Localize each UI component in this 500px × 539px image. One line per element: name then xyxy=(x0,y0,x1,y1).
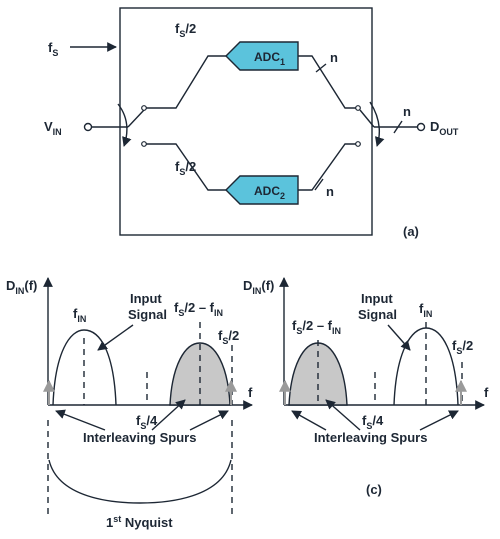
right-spur-arrow-3-icon xyxy=(419,410,459,431)
input-switch-icon xyxy=(117,103,147,147)
left-input-signal-label-2: Signal xyxy=(128,307,167,322)
left-spur-arrow-3-icon xyxy=(189,410,229,431)
left-input-signal-arrow-icon xyxy=(97,324,134,351)
right-image-label: fS/2 – fIN xyxy=(292,318,341,336)
panel-a-label: (a) xyxy=(403,224,419,239)
left-spur-arrow-1-icon xyxy=(55,409,106,431)
right-input-signal-arrow-icon xyxy=(387,324,411,351)
panel-c-label: (c) xyxy=(366,482,382,497)
panel-a-block-diagram: fS VIN fS/2 fS/2 ADC1 ADC2 n n xyxy=(44,7,459,239)
left-image-label: fS/2 – fIN xyxy=(174,300,223,318)
left-spur-arrow-2-icon xyxy=(151,399,186,431)
right-spur-arrow-1-icon xyxy=(291,410,327,431)
bus-slash-icon-upper xyxy=(315,63,327,73)
bus-slash-icon-out xyxy=(393,120,403,134)
bits-out-label: n xyxy=(403,104,411,119)
right-input-signal-label-1: Input xyxy=(361,291,393,306)
left-input-signal-hump xyxy=(52,329,117,406)
right-fin-label: fIN xyxy=(419,301,432,319)
right-spur-arrow-2-icon xyxy=(325,399,361,431)
bits-upper-label: n xyxy=(330,50,338,65)
dout-terminal-icon xyxy=(416,122,426,132)
adc2-label: ADC2 xyxy=(254,184,285,201)
left-nyquist-label: 1st Nyquist xyxy=(106,514,173,530)
right-fs4-label: fS/4 xyxy=(362,413,384,431)
panel-right-spectrum: DIN(f) f fS/2 – fIN fS/4 fIN Input Signa… xyxy=(243,277,489,497)
upper-rate-label: fS/2 xyxy=(175,21,196,39)
output-switch-icon xyxy=(355,101,385,147)
left-fin-label: fIN xyxy=(73,306,86,324)
right-input-signal-label-2: Signal xyxy=(358,307,397,322)
left-image-spur-hump xyxy=(169,342,231,406)
right-fs2-label: fS/2 xyxy=(452,338,473,356)
right-y-axis-label: DIN(f) xyxy=(243,278,274,296)
left-x-axis-label: f xyxy=(248,385,253,400)
left-y-axis-label: DIN(f) xyxy=(6,278,37,296)
system-box xyxy=(119,7,373,236)
fs-label: fS xyxy=(48,40,58,58)
bus-slash-icon-lower xyxy=(314,178,324,191)
left-spurs-label: Interleaving Spurs xyxy=(83,430,196,445)
vin-terminal-icon xyxy=(83,122,93,132)
bits-lower-label: n xyxy=(326,184,334,199)
left-nyquist-bracket-icon xyxy=(48,459,232,504)
left-input-signal-label-1: Input xyxy=(130,291,162,306)
lower-rate-label: fS/2 xyxy=(175,159,196,177)
vin-label: VIN xyxy=(44,119,62,137)
left-fs4-label: fS/4 xyxy=(136,413,158,431)
dout-label: DOUT xyxy=(430,119,459,137)
right-x-axis-label: f xyxy=(484,385,489,400)
panel-left-spectrum: DIN(f) f fIN Input Signal fS/4 fS/2 – fI… xyxy=(6,277,253,530)
left-fs2-label: fS/2 xyxy=(218,328,239,346)
adc1-label: ADC1 xyxy=(254,50,285,67)
right-spurs-label: Interleaving Spurs xyxy=(314,430,427,445)
